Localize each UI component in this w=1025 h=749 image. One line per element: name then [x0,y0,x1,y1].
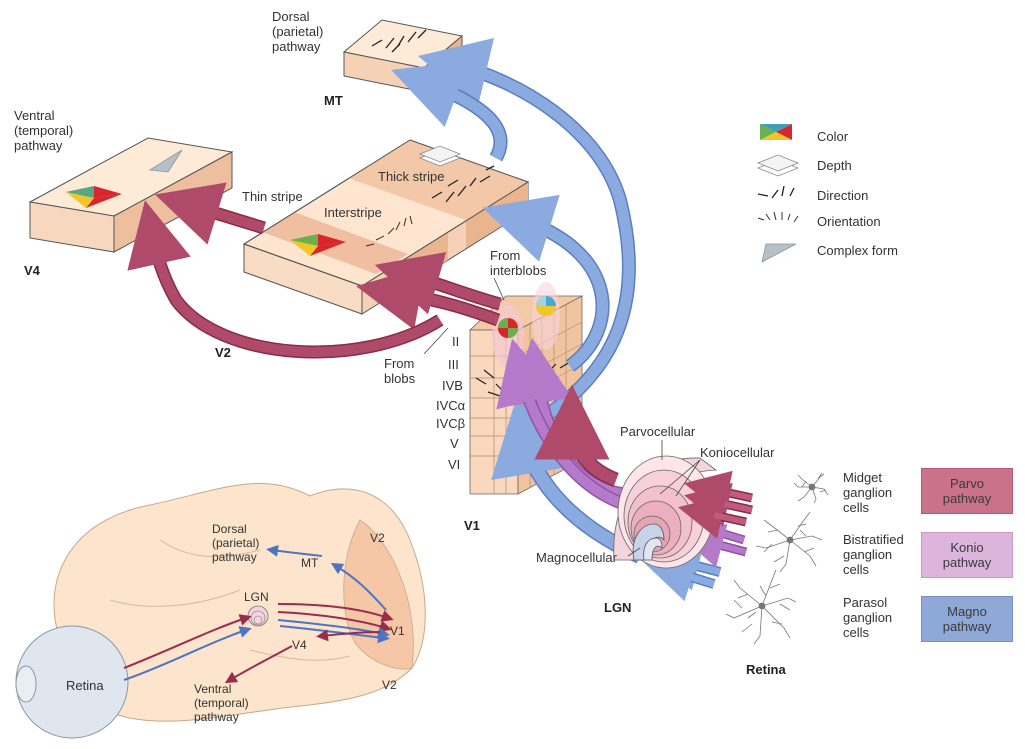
brain-inset: Dorsal (parietal) pathway MT V2 LGN V1 V… [15,482,426,739]
complex-form-icon [761,243,797,263]
layer-label: IVCα [436,398,466,413]
bistratified-ganglion-label: Bistratified ganglion cells [843,532,907,577]
box-line: Magno [947,604,987,619]
mt-label: MT [324,93,343,108]
eyeball [15,625,129,739]
v4-label: V4 [24,263,41,278]
brain-v2-top-label: V2 [370,531,385,545]
lgn-structure [613,455,718,569]
parasol-ganglion-cell [725,569,797,645]
v2-block [242,139,530,315]
dorsal-top-label: Dorsal (parietal) pathway [272,9,327,54]
brain-mt-label: MT [301,556,319,570]
parvocellular-label: Parvocellular [620,424,696,439]
layer-label: IVB [442,378,463,393]
interstripe-label: Interstripe [324,205,382,220]
cortical-layer-labels: II III IVB IVCα IVCβ V VI [436,334,466,472]
color-icon [760,124,792,140]
leader-lines [423,277,701,557]
blob-color-icon [498,318,518,338]
brain-v1-label: V1 [390,624,405,638]
legend: Color Depth Direction Orientation Comple… [756,124,898,263]
box-line: Parvo [950,476,984,491]
orientation-icon [757,211,799,223]
parasol-ganglion-label: Parasol ganglion cells [843,595,896,640]
bistratified-ganglion-cell [755,511,823,573]
color-wheel-v4 [66,186,122,208]
layer-label: IVCβ [436,416,465,431]
brain-lgn-label: LGN [244,590,269,604]
brain-ventral-label: Ventral (temporal) pathway [194,682,252,724]
legend-label: Color [817,129,849,144]
box-line: Konio [950,540,984,555]
koniocellular-label: Koniocellular [700,445,775,460]
direction-marks-v2 [431,165,495,203]
v2-label: V2 [215,345,231,360]
midget-ganglion-cell [793,472,829,504]
v4-block [28,137,234,253]
from-blobs-label: From blobs [384,356,418,386]
legend-label: Orientation [817,214,881,229]
lgn-icon [247,605,269,627]
thick-stripe-label: Thick stripe [378,169,444,184]
complex-form-v4 [148,149,183,173]
midget-ganglion-label: Midget ganglion cells [843,470,896,515]
depth-icon [756,154,800,177]
lgn-label: LGN [604,600,631,615]
brain-dorsal-label: Dorsal (parietal) pathway [212,522,263,564]
box-line: pathway [942,555,992,570]
legend-label: Direction [817,188,868,203]
color-wheel-v2 [290,234,346,256]
brain-arrows [123,544,394,684]
box-line: pathway [942,491,992,506]
mt-block [342,19,464,94]
legend-label: Complex form [817,243,898,258]
parvo-arrows [127,182,753,539]
legend-label: Depth [817,158,852,173]
ventral-top-label: Ventral (temporal) pathway [14,108,77,153]
from-interblobs-label: From interblobs [490,248,547,278]
brain-v2-bottom-label: V2 [382,678,397,692]
direction-marks-mt [371,29,427,53]
interblob-color-icon [536,296,556,316]
thin-stripe-label: Thin stripe [242,189,303,204]
layer-label: III [448,357,459,372]
orientation-marks-v2 [365,215,413,247]
direction-icon [757,185,795,199]
v1-label: V1 [464,518,480,533]
layer-label: V [450,436,459,451]
layer-label: II [452,334,459,349]
layer-label: VI [448,457,460,472]
brain-retina-label: Retina [66,678,104,693]
magnocellular-label: Magnocellular [536,550,618,565]
retina-label: Retina [746,662,787,677]
depth-icon-v2 [418,145,462,167]
brain-v4-label: V4 [292,638,307,652]
box-line: pathway [942,619,992,634]
